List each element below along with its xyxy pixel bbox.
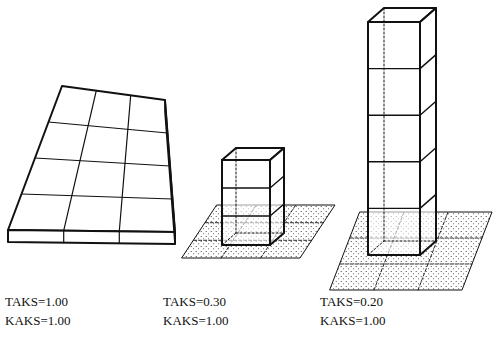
slab-building	[8, 86, 175, 244]
coverage-ratio-label: TAKS=0.20	[320, 294, 383, 310]
floor-area-ratio-label: KAKS=1.00	[5, 313, 70, 329]
floor-area-ratio-label: KAKS=1.00	[320, 313, 385, 329]
high-rise-building	[330, 8, 492, 290]
floor-area-ratio-label: KAKS=1.00	[163, 313, 228, 329]
coverage-ratio-label: TAKS=1.00	[5, 294, 68, 310]
coverage-ratio-label: TAKS=0.30	[163, 294, 226, 310]
mid-rise-building	[182, 148, 335, 258]
